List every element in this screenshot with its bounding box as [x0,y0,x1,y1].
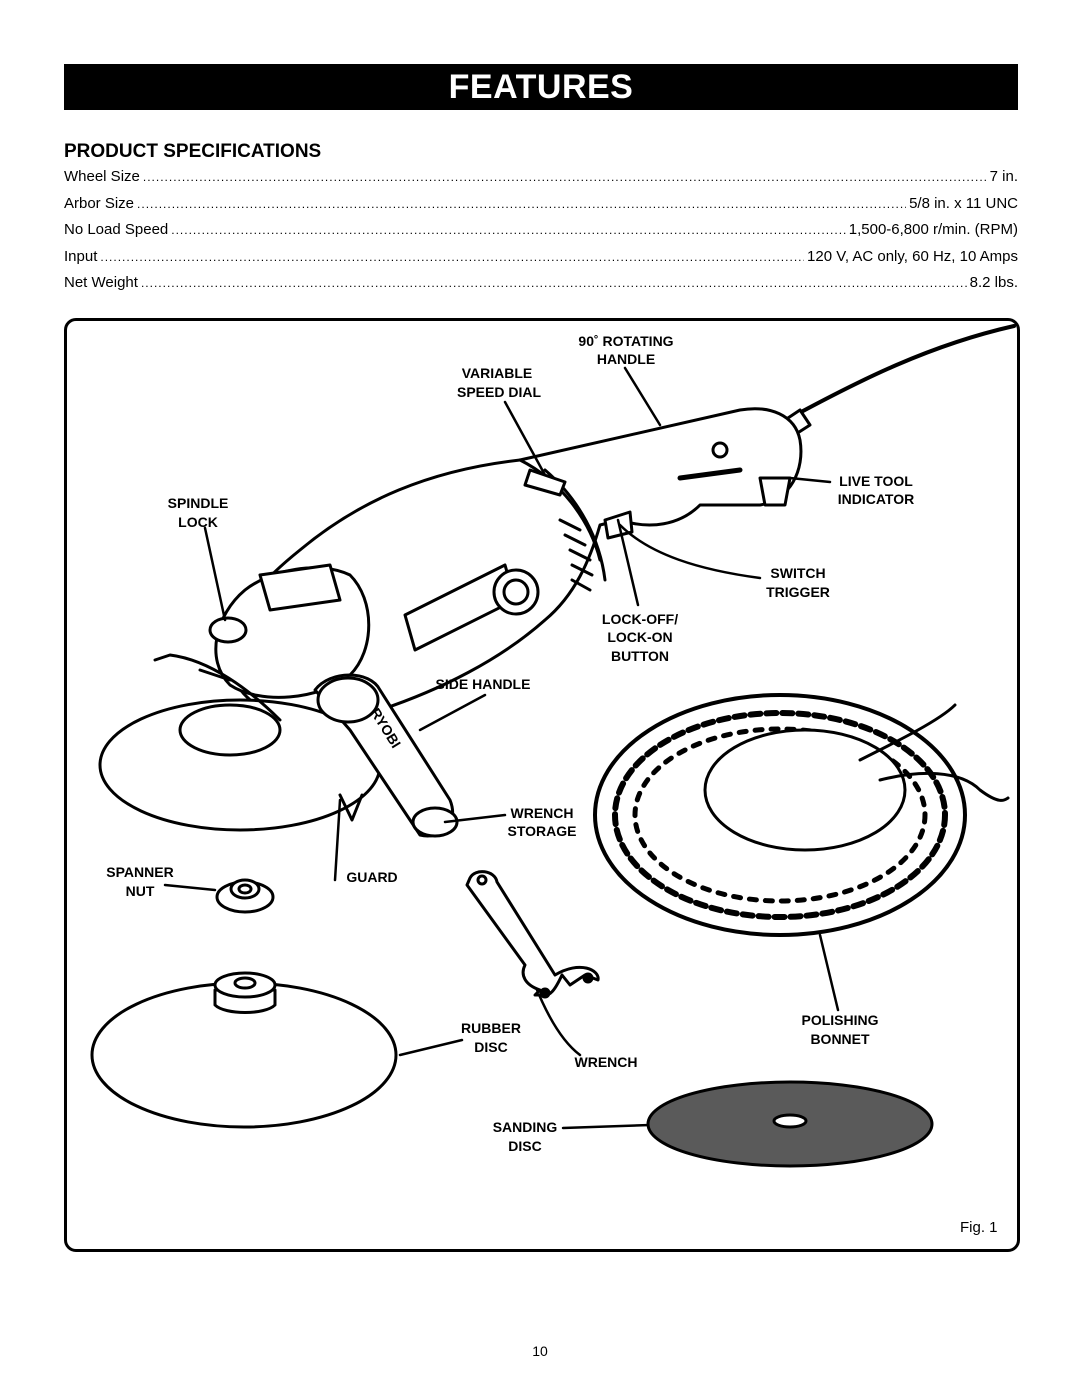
spec-value: 8.2 lbs. [969,274,1018,291]
label-side-handle: SIDE HANDLE [436,676,531,692]
rubber-disc [90,971,398,1129]
spec-name: Wheel Size [64,168,140,185]
label-variable-speed-dial: SPEED DIAL [457,384,541,400]
label-spanner-nut: NUT [126,883,155,899]
spec-value: 7 in. [989,168,1018,185]
label-rubber-disc: RUBBER [461,1020,521,1036]
pin-wrench [465,870,600,999]
label-wrench: WRENCH [575,1054,638,1070]
spec-name: No Load Speed [64,221,169,238]
label-lock-off-button: LOCK-ON [607,629,672,645]
page-number: 10 [532,1343,548,1359]
label-variable-speed-dial: VARIABLE [462,365,533,381]
label-wrench-storage: STORAGE [508,823,577,839]
label-sanding-disc: SANDING [493,1119,558,1135]
label-switch-trigger: SWITCH [770,565,825,581]
label-spindle-lock: LOCK [178,514,218,530]
label-wrench-storage: WRENCH [511,805,574,821]
label-polishing-bonnet: POLISHING [801,1012,878,1028]
spec-value: 120 V, AC only, 60 Hz, 10 Amps [807,247,1018,265]
figure-caption: Fig. 1 [960,1219,998,1236]
spanner-nut [215,878,275,914]
specifications-heading: PRODUCT SPECIFICATIONS [64,141,322,162]
spec-row-no-load-speed: No Load Speed 1,500-6,800 r/min. (RPM) [64,221,1018,248]
spec-name: Net Weight [64,274,138,291]
label-live-tool-indicator: INDICATOR [838,491,914,507]
spec-row-input: Input 120 V, AC only, 60 Hz, 10 Amps [64,248,1018,275]
label-rotating-handle: HANDLE [597,351,655,367]
polishing-bonnet [593,693,1010,937]
label-spindle-lock: SPINDLE [168,495,229,511]
label-polishing-bonnet: BONNET [810,1031,870,1047]
features-banner: FEATURES [64,64,1018,110]
spec-row-arbor-size: Arbor Size 5/8 in. x 11 UNC [64,195,1018,222]
label-lock-off-button: BUTTON [611,648,669,664]
label-lock-off-button: LOCK-OFF/ [602,611,678,627]
side-handle [313,673,459,838]
label-rubber-disc: DISC [474,1039,507,1055]
spec-row-net-weight: Net Weight 8.2 lbs. [64,274,1018,301]
spec-row-wheel-size: Wheel Size 7 in. [64,168,1018,195]
spec-name: Input [64,247,98,265]
angle-grinder [198,407,803,722]
spec-value: 5/8 in. x 11 UNC [909,194,1018,212]
label-switch-trigger: TRIGGER [766,584,830,600]
specifications-list: Wheel Size 7 in. Arbor Size 5/8 in. x 11… [64,168,1018,301]
figure-frame [64,318,1020,1252]
label-guard: GUARD [346,869,397,885]
label-spanner-nut: SPANNER [106,864,173,880]
label-sanding-disc: DISC [508,1138,541,1154]
power-cord [768,324,1016,445]
spec-name: Arbor Size [64,194,135,212]
label-live-tool-indicator: LIVE TOOL [839,473,913,489]
label-rotating-handle: 90˚ ROTATING [578,333,673,349]
sanding-disc [646,1080,934,1168]
spec-value: 1,500-6,800 r/min. (RPM) [848,221,1018,238]
